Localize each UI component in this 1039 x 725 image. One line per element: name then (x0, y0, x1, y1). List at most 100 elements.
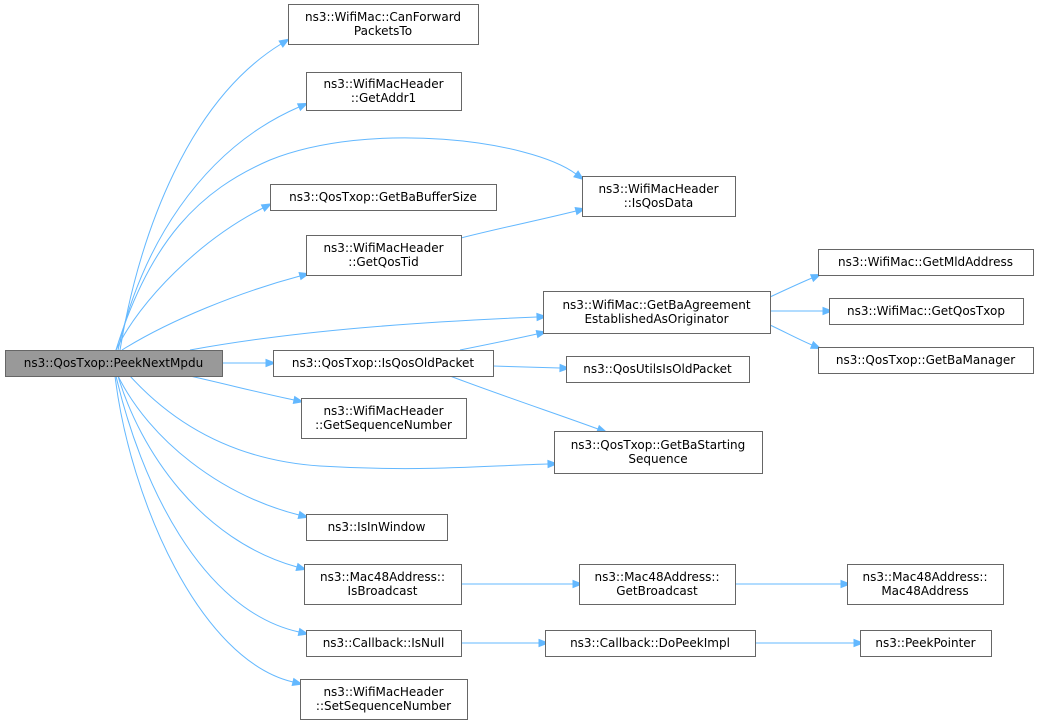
node-label: GetBroadcast (616, 584, 698, 598)
node-label: ns3::WifiMac::GetBaAgreement (562, 298, 750, 312)
edges-layer (114, 38, 865, 687)
edge-root-to-getSequenceNumber (189, 375, 305, 405)
edge-root-to-setSequenceNumber (114, 375, 304, 687)
edge-root-to-isQosOldPacket (222, 358, 277, 368)
node-label: ns3::WifiMac::GetQosTxop (847, 304, 1005, 318)
edge-root-to-getQosTid (121, 272, 311, 351)
edge-root-to-isQosData (115, 137, 585, 351)
arrow-head-icon (572, 579, 584, 589)
node-label: ns3::WifiMacHeader (598, 182, 718, 196)
node-setSequenceNumber[interactable]: ns3::WifiMacHeader::SetSequenceNumber (300, 679, 468, 720)
node-box (304, 564, 462, 605)
arrow-head-icon (536, 312, 548, 322)
edge-line (114, 375, 294, 683)
edge-root-to-getBaStartingSequence (129, 375, 559, 470)
node-label: ns3::WifiMacHeader (323, 685, 443, 699)
edge-root-to-isInWindow (117, 375, 310, 519)
node-label: ::GetSequenceNumber (315, 418, 452, 432)
node-root[interactable]: ns3::QosTxop::PeekNextMpdu (5, 350, 223, 377)
node-box (306, 72, 462, 111)
node-isInWindow[interactable]: ns3::IsInWindow (306, 514, 448, 541)
edge-line (115, 137, 577, 351)
arrow-head-icon (840, 579, 852, 589)
node-getQosTxop[interactable]: ns3::WifiMac::GetQosTxop (829, 298, 1024, 325)
edge-line (449, 375, 599, 430)
node-isNull[interactable]: ns3::Callback::IsNull (306, 630, 462, 657)
node-label: ns3::WifiMacHeader (323, 77, 443, 91)
node-box (554, 431, 763, 474)
node-label: ns3::WifiMac::GetMldAddress (838, 255, 1013, 269)
node-getBroadcast[interactable]: ns3::Mac48Address::GetBroadcast (579, 564, 736, 605)
node-getAddr1[interactable]: ns3::WifiMacHeader::GetAddr1 (306, 72, 462, 111)
arrow-head-icon (809, 340, 822, 349)
node-label: ::SetSequenceNumber (316, 699, 451, 713)
node-label: ns3::Callback::DoPeekImpl (570, 636, 730, 650)
node-label: IsBroadcast (348, 584, 418, 598)
node-label: ns3::QosTxop::GetBaManager (836, 353, 1015, 367)
node-peekPointer[interactable]: ns3::PeekPointer (860, 630, 992, 657)
node-box (306, 514, 448, 541)
node-getBaManager[interactable]: ns3::QosTxop::GetBaManager (818, 347, 1034, 374)
edge-line (117, 375, 298, 568)
node-box (818, 249, 1034, 276)
node-box (579, 564, 736, 605)
node-isQosData[interactable]: ns3::WifiMacHeader::IsQosData (582, 176, 736, 217)
node-label: ns3::QosTxop::GetBaStarting (571, 438, 746, 452)
node-label: ns3::QosTxop::PeekNextMpdu (24, 356, 203, 370)
node-label: ns3::PeekPointer (875, 636, 975, 650)
edge-isQosOldPacket-to-qosUtilsIsOldPacket (492, 363, 571, 373)
node-mac48Address[interactable]: ns3::Mac48Address::Mac48Address (847, 564, 1004, 605)
node-label: ns3::QosTxop::GetBaBufferSize (289, 190, 477, 204)
node-box (829, 298, 1024, 325)
node-qosUtilsIsOldPacket[interactable]: ns3::QosUtilsIsOldPacket (566, 356, 750, 383)
node-box (543, 291, 771, 334)
edge-line (115, 375, 300, 633)
node-isQosOldPacket[interactable]: ns3::QosTxop::IsQosOldPacket (273, 350, 494, 377)
node-box (860, 630, 992, 657)
node-box (273, 350, 494, 377)
arrow-head-icon (559, 363, 571, 373)
node-getBaBufferSize[interactable]: ns3::QosTxop::GetBaBufferSize (270, 184, 497, 211)
node-isBroadcast[interactable]: ns3::Mac48Address::IsBroadcast (304, 564, 462, 605)
node-label: ns3::QosTxop::IsQosOldPacket (292, 356, 475, 370)
node-box (270, 184, 497, 211)
node-label: ns3::WifiMacHeader (323, 241, 443, 255)
edge-root-to-getBaAgreement (189, 312, 548, 351)
node-label: ns3::IsInWindow (328, 520, 426, 534)
node-label: ::IsQosData (624, 196, 694, 210)
edge-line (189, 316, 538, 351)
node-label: ns3::Mac48Address:: (862, 570, 987, 584)
node-box (306, 235, 462, 276)
node-doPeekImpl[interactable]: ns3::Callback::DoPeekImpl (545, 630, 756, 657)
edge-isNull-to-doPeekImpl (461, 638, 550, 648)
node-getMldAddress[interactable]: ns3::WifiMac::GetMldAddress (818, 249, 1034, 276)
edge-root-to-isNull (115, 375, 310, 637)
node-label: ns3::WifiMac::CanForward (305, 10, 461, 24)
edge-line (460, 210, 577, 239)
edge-line (119, 43, 282, 351)
edge-getBaAgreement-to-getMldAddress (769, 274, 822, 298)
node-box (306, 630, 462, 657)
arrow-head-icon (278, 38, 290, 48)
arrow-head-icon (265, 358, 277, 368)
node-label: PacketsTo (354, 24, 412, 38)
edge-getQosTid-to-isQosData (460, 207, 587, 239)
edge-isBroadcast-to-getBroadcast (461, 579, 584, 589)
edge-isQosOldPacket-to-getBaStartingSequence (449, 375, 608, 433)
edge-line (117, 106, 300, 351)
arrow-head-icon (297, 510, 310, 519)
edge-root-to-isBroadcast (117, 375, 307, 571)
node-label: ns3::Mac48Address:: (320, 570, 445, 584)
arrow-head-icon (295, 562, 307, 571)
node-getSequenceNumber[interactable]: ns3::WifiMacHeader::GetSequenceNumber (301, 398, 467, 439)
arrow-head-icon (291, 677, 304, 687)
arrow-head-icon (822, 306, 834, 316)
edge-root-to-getBaBufferSize (115, 203, 273, 351)
node-box (545, 630, 756, 657)
node-getQosTid[interactable]: ns3::WifiMacHeader::GetQosTid (306, 235, 462, 276)
edge-line (121, 275, 301, 351)
node-getBaAgreement[interactable]: ns3::WifiMac::GetBaAgreementEstablishedA… (543, 291, 771, 334)
node-box (288, 4, 479, 45)
